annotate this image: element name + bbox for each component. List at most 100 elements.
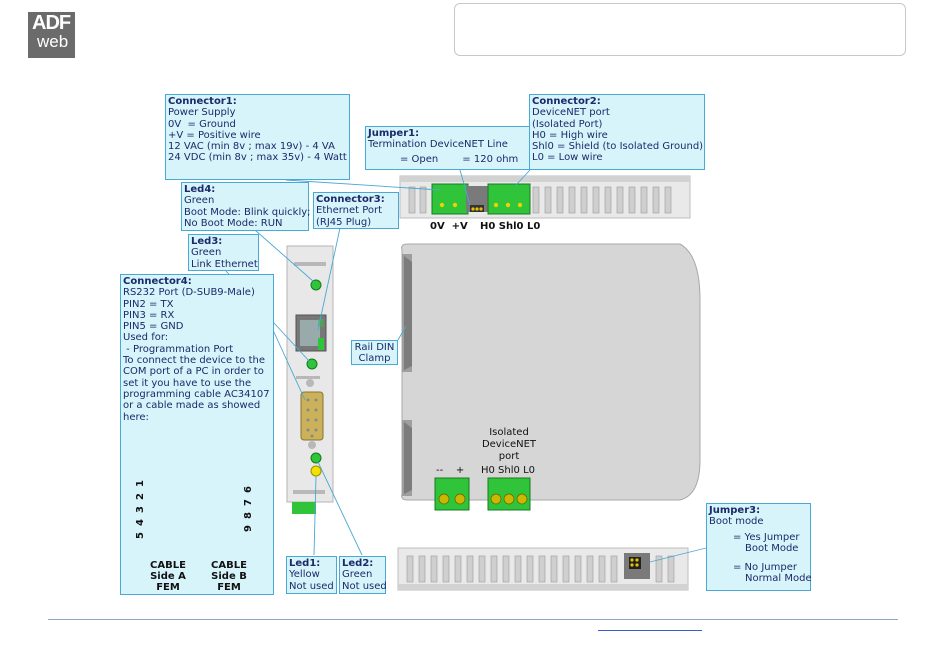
jumper3-yes: Boot Mode [745,542,799,554]
adfweb-logo[interactable]: ADF web [28,12,75,58]
top-terminal-left-label: 0V +V [430,221,468,232]
connector4-line: - Programmation Port [123,343,234,355]
connector1-line: 24 VDC (min 8v ; max 35v) - 4 Watt [168,152,347,164]
connector4-line: PIN2 = TX [123,298,174,310]
jumper1-open: = Open [400,153,439,165]
front-terminal-left-label: -- + [436,465,465,476]
connector1-line: +V = Positive wire [168,129,261,141]
logo-line2: web [37,32,69,51]
cable-pin-b-7: 7 [242,499,254,506]
led1-callout: Led1: Yellow Not used [286,556,337,594]
isolated-port-label: Isolated DeviceNET port [476,427,542,463]
connector2-line: Shl0 = Shield (to Isolated Ground) [532,141,704,153]
cable-side-b-line: CABLE [211,560,247,571]
connector4-line: here: [123,411,149,423]
connector1-title: Connector1: [168,96,237,107]
front-terminal-right-label: H0 Shl0 L0 [481,465,535,476]
led1-title: Led1: [289,558,321,569]
connector4-callout: Connector4: RS232 Port (D-SUB9-Male) PIN… [120,274,274,595]
connector3-title: Connector3: [316,194,385,205]
rail-din-callout: Rail DIN Clamp [351,340,398,365]
led4-line: Green [184,195,215,207]
rail-line: Rail DIN [354,342,395,353]
connector3-callout: Connector3: Ethernet Port (RJ45 Plug) [313,192,399,229]
led4-line: Boot Mode: Blink quickly; [184,206,311,218]
jumper1-callout: Jumper1: Termination DeviceNET Line = Op… [365,126,530,170]
jumper3-yes: = Yes Jumper [733,531,800,543]
led1-line: Yellow [289,569,320,581]
front-panel [286,245,334,514]
connector4-line: To connect the device to the [123,355,265,367]
cable-pin-a-1: 1 [134,480,146,487]
jumper3-no: = No Jumper [733,562,797,574]
connector1-callout: Connector1: Power Supply 0V = Ground +V … [165,94,350,180]
connector4-line: programming cable AC34107 [123,388,270,400]
led1-line: Not used [289,580,334,592]
led2-title: Led2: [342,558,374,569]
led3-title: Led3: [191,236,223,247]
connector1-line: 0V = Ground [168,118,236,130]
led4-line: No Boot Mode: RUN [184,217,283,229]
led2-line: Not used [342,580,387,592]
connector4-title: Connector4: [123,276,192,287]
bottom-view [397,547,689,591]
connector2-line: DeviceNET port [532,107,610,119]
rail-line: Clamp [358,353,391,365]
jumper3-line: Boot mode [709,516,764,528]
isolated-port-line: port [498,451,520,462]
connector2-line: (Isolated Port) [532,118,603,130]
connector3-line: (RJ45 Plug) [316,216,372,228]
connector1-line: Power Supply [168,107,236,119]
connector2-line: H0 = High wire [532,129,608,141]
connector4-line: RS232 Port (D-SUB9-Male) [123,287,255,299]
connector4-line: Used for: [123,332,169,344]
led2-callout: Led2: Green Not used [339,556,387,594]
connector4-line: COM port of a PC in order to [123,366,264,378]
cable-side-a-label: CABLE Side A FEM [143,560,193,593]
connector2-title: Connector2: [532,96,601,107]
connector2-callout: Connector2: DeviceNET port (Isolated Por… [529,94,705,170]
led4-callout: Led4: Green Boot Mode: Blink quickly; No… [181,182,311,231]
jumper1-line: Termination DeviceNET Line [368,139,508,151]
isolated-port-line: DeviceNET [481,439,537,450]
cable-pin-b-6: 6 [242,486,254,493]
connector4-line: set it you have to use the [123,377,252,389]
footer-divider [48,619,898,620]
cable-side-a-line: CABLE [150,560,186,571]
led2-line: Green [342,569,373,581]
connector1-line: 12 VAC (min 8v ; max 19v) - 4 VA [168,141,335,153]
cable-side-a-line: Side A [150,571,186,582]
connector2-line: L0 = Low wire [532,152,603,164]
cable-pin-a-2: 2 [134,493,146,500]
connector3-line: Ethernet Port [316,205,383,217]
cable-pin-b-8: 8 [242,512,254,519]
cable-pin-a-4: 4 [134,519,146,526]
led3-line: Green [191,247,222,259]
led3-callout: Led3: Green Link Ethernet [188,234,259,271]
led4-title: Led4: [184,184,216,195]
jumper3-title: Jumper3: [709,505,761,516]
cable-side-b-line: Side B [211,571,247,582]
side-view [401,243,701,511]
cable-side-b-label: CABLE Side B FEM [204,560,254,593]
cable-side-b-line: FEM [217,582,241,593]
jumper1-ohm: = 120 ohm [462,153,519,165]
connector4-line: PIN3 = RX [123,309,175,321]
top-view [399,175,691,219]
jumper3-callout: Jumper3: Boot mode = Yes Jumper Boot Mod… [706,503,812,591]
footer-link[interactable] [598,630,702,631]
led3-line: Link Ethernet [191,258,258,270]
jumper3-no: Normal Mode [745,573,812,585]
top-terminal-right-label: H0 Shl0 L0 [480,221,541,232]
cable-side-a-line: FEM [156,582,180,593]
connector4-line: or a cable made as showed [123,400,261,412]
connector4-line: PIN5 = GND [123,321,184,333]
cable-pin-a-5: 5 [134,532,146,539]
isolated-port-line: Isolated [489,427,529,438]
logo-line1: ADF [32,12,71,34]
search-box[interactable] [454,3,906,56]
cable-pin-a-3: 3 [134,506,146,513]
jumper1-title: Jumper1: [368,128,420,139]
cable-pin-b-9: 9 [242,525,254,532]
